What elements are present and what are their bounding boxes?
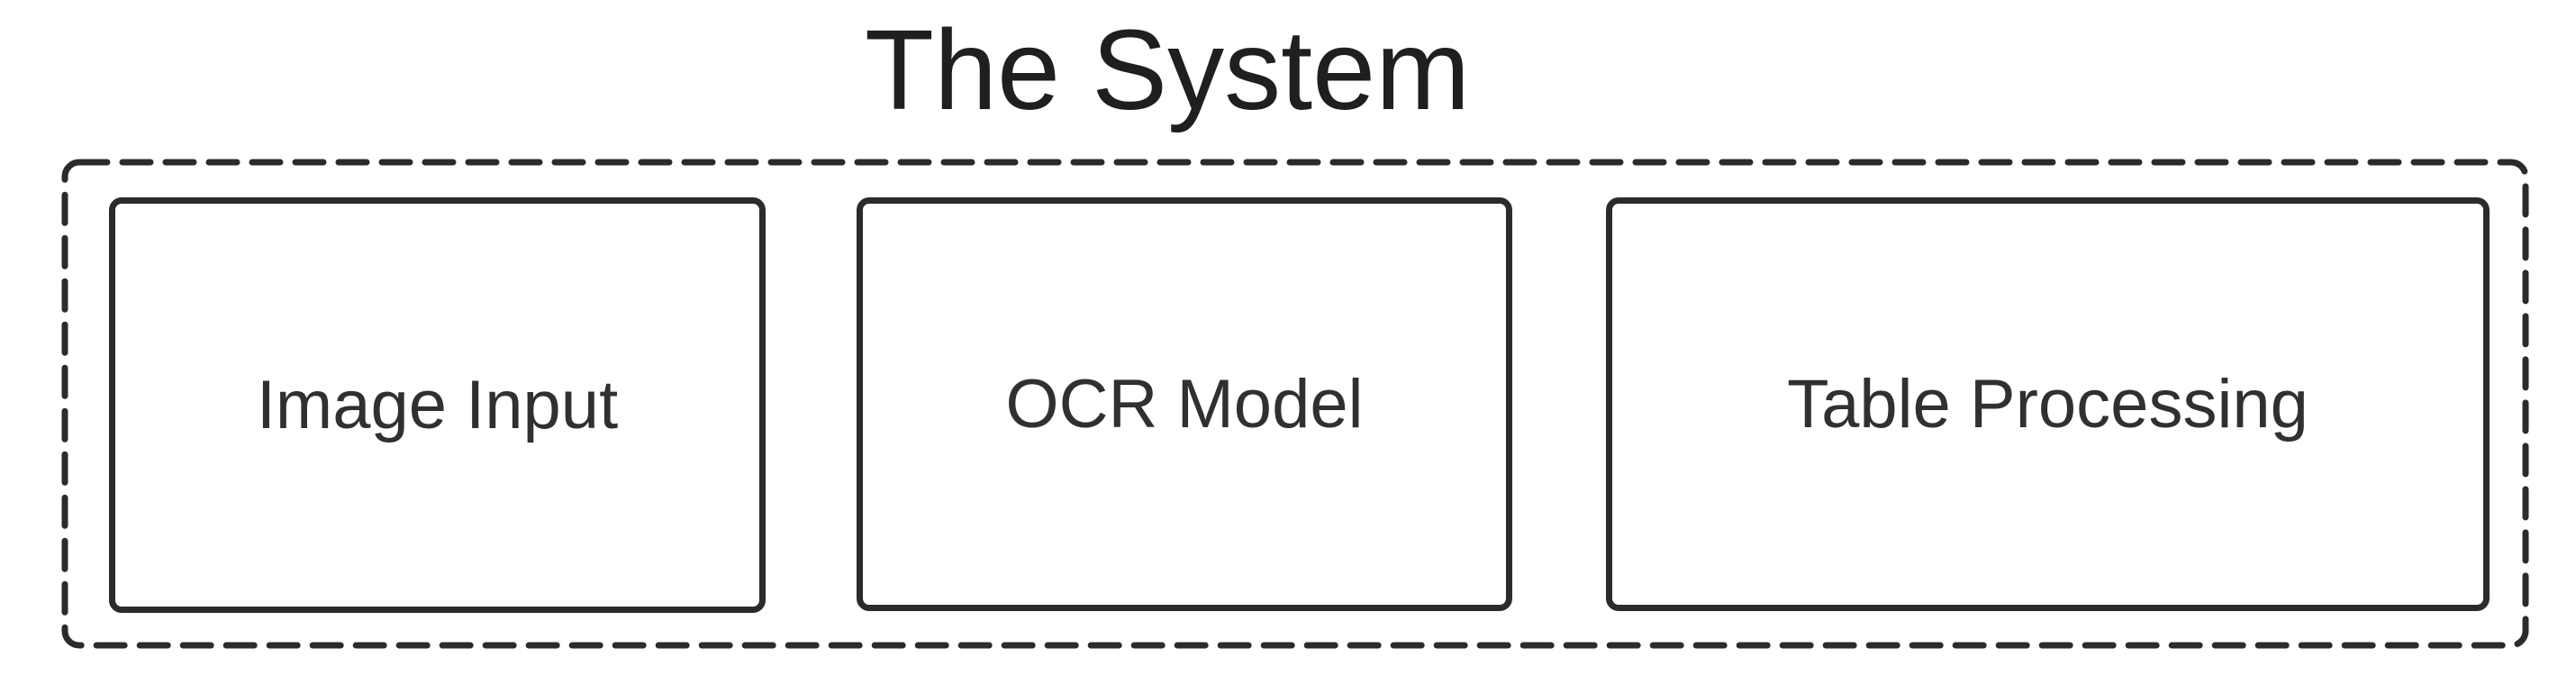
image-input-label: Image Input <box>256 366 619 443</box>
image-input-box: Image Input <box>109 197 766 613</box>
table-processing-box: Table Processing <box>1606 197 2490 611</box>
table-processing-label: Table Processing <box>1787 365 2308 443</box>
ocr-model-label: OCR Model <box>1005 365 1364 443</box>
ocr-model-box: OCR Model <box>857 197 1512 611</box>
diagram-title: The System <box>865 6 1471 133</box>
